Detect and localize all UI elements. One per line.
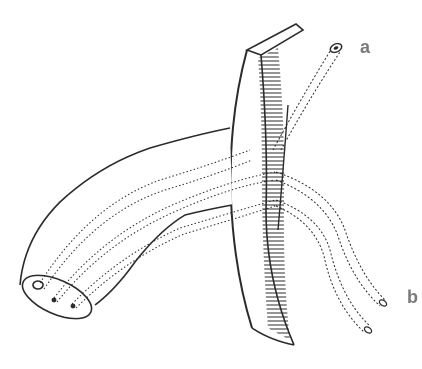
catheter-b-tips	[363, 299, 388, 335]
stoma-opening-small-2	[71, 304, 76, 309]
label-b: b	[407, 288, 418, 306]
label-a: a	[360, 38, 370, 56]
abdominal-wall	[231, 24, 305, 346]
bowel-segment	[16, 128, 232, 328]
stoma-opening-small-1	[52, 298, 57, 303]
wall-inner-edge	[231, 50, 252, 328]
stoma-opening-large	[33, 281, 43, 289]
